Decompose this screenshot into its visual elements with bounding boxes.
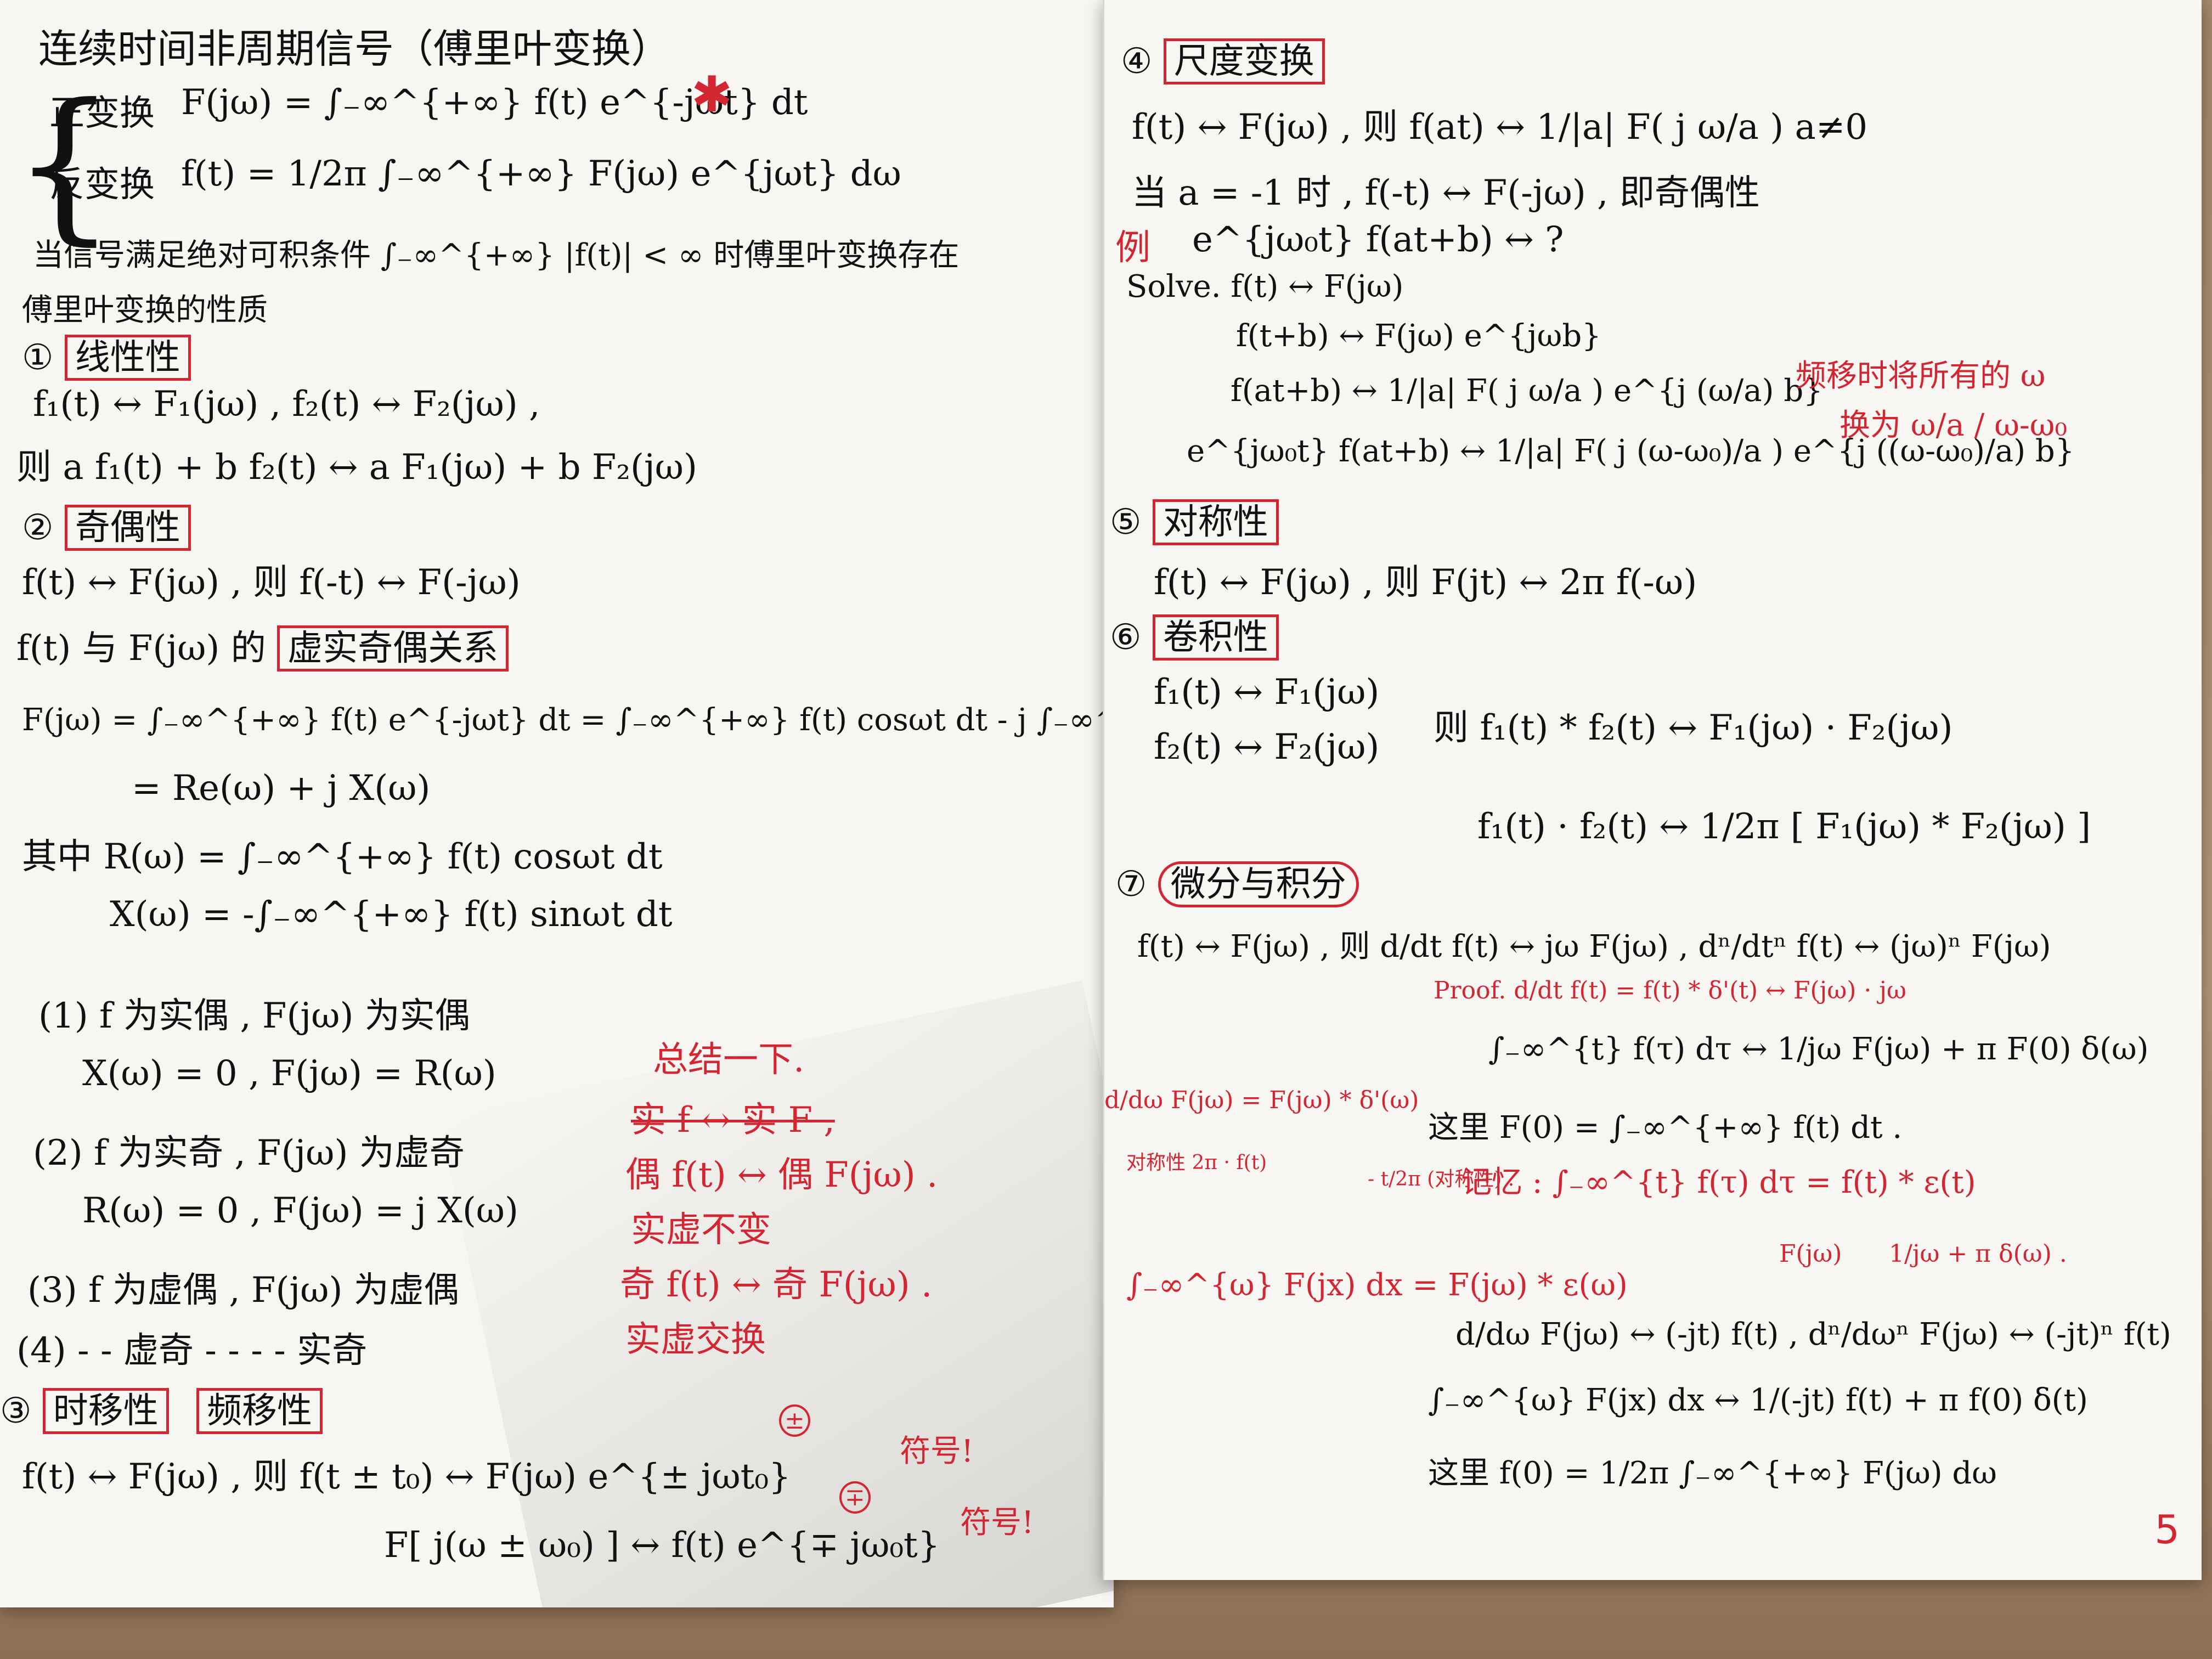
memo-line: 记忆 : ∫₋∞^{t} f(τ) dτ = f(t) * ε(t): [1461, 1165, 1976, 1200]
parity-line-5: 其中 R(ω) = ∫₋∞^{+∞} f(t) cosωt dt: [22, 837, 663, 877]
scaling-title: 尺度变换: [1163, 38, 1325, 84]
page-number: 5: [2154, 1506, 2180, 1553]
existence-condition: 当信号满足绝对可积条件 ∫₋∞^{+∞} |f(t)| < ∞ 时傅里叶变换存在: [33, 238, 960, 273]
section-number: ②: [22, 507, 54, 548]
case-4: (4) - - 虚奇 - - - - 实奇: [16, 1330, 368, 1371]
memo-transform-2: 1/jω + π δ(ω) .: [1889, 1240, 2067, 1268]
section-number: ⑦: [1115, 864, 1147, 905]
freq-int-line: ∫₋∞^{ω} F(jx) dx ↔ 1/(-jt) f(t) + π f(0)…: [1428, 1383, 2088, 1418]
case-2-detail: R(ω) = 0 , F(jω) = j X(ω): [82, 1190, 518, 1231]
forward-transform-formula: F(jω) = ∫₋∞^{+∞} f(t) e^{-jωt} dt: [181, 82, 808, 123]
frequency-shift-line: F[ j(ω ± ω₀) ] ↔ f(t) e^{∓ jω₀t}: [384, 1525, 940, 1566]
parity-relation-prefix: f(t) 与 F(jω) 的: [16, 628, 266, 669]
scaling-line-2: 当 a = -1 时 , f(-t) ↔ F(-jω) , 即奇偶性: [1132, 173, 1760, 213]
summary-odd-rule: 实虚交换: [625, 1319, 766, 1360]
red-derivative-note: d/dω F(jω) = F(jω) * δ'(ω): [1104, 1086, 1419, 1114]
parity-line-2: f(t) 与 F(jω) 的 虚实奇偶关系: [16, 620, 509, 672]
example-label: 例: [1115, 228, 1150, 268]
diff-proof: Proof. d/dt f(t) = f(t) * δ'(t) ↔ F(jω) …: [1434, 977, 1906, 1005]
solution-note-2: 换为 ω/a / ω-ω₀: [1839, 408, 2067, 443]
parity-line-6: X(ω) = -∫₋∞^{+∞} f(t) sinωt dt: [110, 894, 673, 935]
memo-transform-1: F(jω): [1779, 1240, 1842, 1268]
diff-int-section: ⑦ 微分与积分: [1115, 856, 1359, 907]
convolution-line-2: f₂(t) ↔ F₂(jω): [1154, 727, 1380, 768]
section-number: ⑥: [1110, 617, 1142, 658]
shift-section: ③ 时移性 频移性: [0, 1383, 323, 1434]
summary-note: 总结一下.: [653, 1040, 805, 1080]
diff-line-1: f(t) ↔ F(jω) , 则 d/dt f(t) ↔ jω F(jω) , …: [1137, 929, 2051, 964]
example-question: e^{jω₀t} f(at+b) ↔ ?: [1192, 219, 1564, 260]
left-page: 连续时间非周期信号（傅里叶变换） { 正变换 F(jω) = ∫₋∞^{+∞} …: [0, 0, 1114, 1607]
sign-circle-1: ±: [779, 1404, 810, 1437]
scaling-section: ④ 尺度变换: [1121, 33, 1325, 84]
convolution-title: 卷积性: [1152, 614, 1279, 661]
summary-struck: 实 f ↔ 实 F ,: [631, 1100, 835, 1141]
properties-heading: 傅里叶变换的性质: [22, 292, 268, 328]
section-number: ③: [0, 1391, 32, 1431]
section-number: ④: [1121, 41, 1153, 82]
convolution-line-1: f₁(t) ↔ F₁(jω): [1154, 672, 1380, 713]
convolution-line-4: f₁(t) · f₂(t) ↔ 1/2π [ F₁(jω) * F₂(jω) ]: [1477, 806, 2091, 847]
parity-line-1: f(t) ↔ F(jω) , 则 f(-t) ↔ F(-jω): [22, 562, 521, 603]
sign-note-1: 符号!: [900, 1434, 974, 1469]
time-shift-title: 时移性: [42, 1388, 169, 1434]
linearity-line-2: 则 a f₁(t) + b f₂(t) ↔ a F₁(jω) + b F₂(jω…: [16, 447, 697, 488]
parity-section: ② 奇偶性: [22, 499, 191, 551]
linearity-section: ① 线性性: [22, 329, 191, 381]
diff-int-title: 微分与积分: [1158, 861, 1359, 907]
parity-relation-box: 虚实奇偶关系: [277, 625, 509, 672]
inverse-transform-label: 反变换: [49, 165, 155, 205]
red-symmetry-note-1: 对称性 2π · f(t): [1126, 1152, 1267, 1174]
brace-symbol: {: [12, 69, 117, 260]
case-1: (1) f 为实偶 , F(jω) 为实偶: [38, 996, 470, 1036]
case-3: (3) f 为虚偶 , F(jω) 为虚偶: [27, 1270, 459, 1311]
int-line-2: 这里 F(0) = ∫₋∞^{+∞} f(t) dt .: [1428, 1110, 1903, 1146]
sign-note-2: 符号!: [960, 1505, 1034, 1541]
symmetry-title: 对称性: [1152, 499, 1279, 545]
right-page: ④ 尺度变换 f(t) ↔ F(jω) , 则 f(at) ↔ 1/|a| F(…: [1103, 0, 2202, 1580]
convolution-section: ⑥ 卷积性: [1110, 609, 1279, 661]
section-number: ①: [22, 337, 54, 378]
linearity-title: 线性性: [64, 335, 191, 381]
case-1-detail: X(ω) = 0 , F(jω) = R(ω): [82, 1053, 496, 1094]
case-2: (2) f 为实奇 , F(jω) 为虚奇: [33, 1133, 465, 1173]
summary-odd: 奇 f(t) ↔ 奇 F(jω) .: [620, 1265, 933, 1305]
page-title: 连续时间非周期信号（傅里叶变换）: [38, 26, 671, 72]
solution-line-4: e^{jω₀t} f(at+b) ↔ 1/|a| F( j (ω-ω₀)/a )…: [1187, 433, 2075, 469]
inverse-transform-formula: f(t) = 1/2π ∫₋∞^{+∞} F(jω) e^{jωt} dω: [181, 154, 901, 194]
solution-line-2: f(t+b) ↔ F(jω) e^{jωb}: [1236, 318, 1601, 354]
star-mark: ✱: [691, 66, 733, 123]
frequency-shift-title: 频移性: [196, 1388, 323, 1434]
red-symmetry-note-2: - t/2π (对称性) .: [1368, 1168, 1515, 1190]
linearity-line-1: f₁(t) ↔ F₁(jω) , f₂(t) ↔ F₂(jω) ,: [33, 384, 540, 425]
summary-even: 偶 f(t) ↔ 偶 F(jω) .: [625, 1155, 938, 1195]
parity-line-4: = Re(ω) + j X(ω): [132, 768, 431, 809]
summary-even-rule: 实虚不变: [631, 1210, 771, 1250]
scaling-line-1: f(t) ↔ F(jω) , 则 f(at) ↔ 1/|a| F( j ω/a …: [1132, 107, 1868, 148]
freq-int-note: 这里 f(0) = 1/2π ∫₋∞^{+∞} F(jω) dω: [1428, 1455, 1997, 1491]
solution-line-1: Solve. f(t) ↔ F(jω): [1126, 269, 1404, 304]
sign-circle-2: ∓: [839, 1481, 871, 1514]
convolution-line-3: 则 f₁(t) * f₂(t) ↔ F₁(jω) · F₂(jω): [1434, 708, 1953, 748]
section-number: ⑤: [1110, 502, 1142, 543]
forward-transform-label: 正变换: [49, 93, 155, 134]
red-integral-note: ∫₋∞^{ω} F(jx) dx = F(jω) * ε(ω): [1126, 1267, 1628, 1303]
solution-note-1: 频移时将所有的 ω: [1796, 358, 2046, 394]
int-line-1: ∫₋∞^{t} f(τ) dτ ↔ 1/jω F(jω) + π F(0) δ(…: [1488, 1031, 2149, 1067]
solution-line-3: f(at+b) ↔ 1/|a| F( j ω/a ) e^{j (ω/a) b}: [1231, 373, 1823, 409]
parity-line-3: F(jω) = ∫₋∞^{+∞} f(t) e^{-jωt} dt = ∫₋∞^…: [22, 702, 1114, 738]
freq-diff-line: d/dω F(jω) ↔ (-jt) f(t) , dⁿ/dωⁿ F(jω) ↔…: [1455, 1317, 2171, 1352]
parity-title: 奇偶性: [64, 505, 191, 551]
symmetry-line: f(t) ↔ F(jω) , 则 F(jt) ↔ 2π f(-ω): [1154, 562, 1697, 603]
symmetry-section: ⑤ 对称性: [1110, 494, 1279, 545]
time-shift-line: f(t) ↔ F(jω) , 则 f(t ± t₀) ↔ F(jω) e^{± …: [22, 1457, 791, 1497]
